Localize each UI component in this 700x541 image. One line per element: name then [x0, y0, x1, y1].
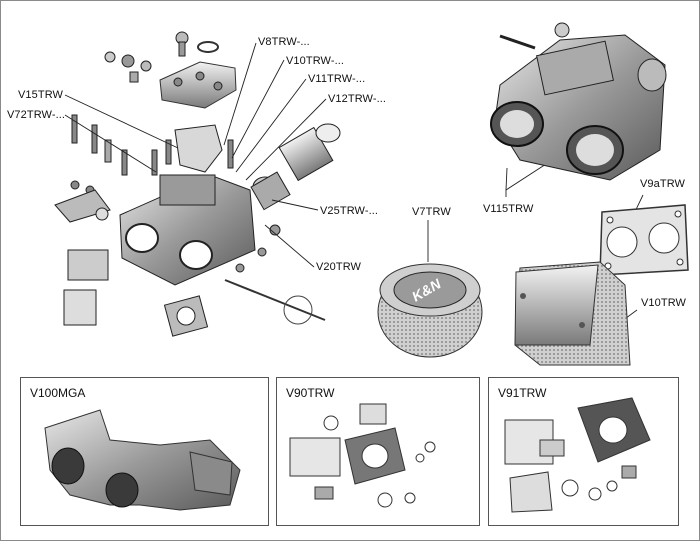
- carb-main-body: [119, 124, 256, 286]
- label-v11trw: V11TRW-...: [308, 73, 366, 85]
- label-v12trw: V12TRW-...: [328, 93, 387, 105]
- box-title-v91trw: V91TRW: [498, 386, 547, 400]
- choke-tubes: [250, 123, 341, 211]
- label-v9atrw: V9aTRW: [640, 178, 686, 190]
- label-v10trw-parts: V10TRW-...: [286, 55, 345, 67]
- inlet-manifold: [44, 409, 241, 511]
- assembled-carburetor: [490, 22, 667, 181]
- small-parts: [54, 114, 326, 337]
- gasket-kit-v91: [504, 397, 651, 513]
- box-title-v90trw: V90TRW: [286, 386, 335, 400]
- label-v20trw: V20TRW: [316, 261, 362, 273]
- carb-top-cover: [104, 31, 237, 109]
- label-v15trw: V15TRW: [18, 89, 64, 101]
- product-box-v100mga: V100MGA: [20, 377, 269, 526]
- gasket-kit-v90: [289, 403, 436, 508]
- product-box-v90trw: V90TRW: [276, 377, 480, 526]
- label-v8trw: V8TRW-...: [258, 36, 310, 48]
- label-v7trw: V7TRW: [412, 206, 451, 218]
- label-v115trw: V115TRW: [483, 203, 534, 215]
- rect-air-filter: [514, 261, 631, 366]
- label-v25trw: V25TRW-...: [320, 205, 379, 217]
- box-title-v100mga: V100MGA: [30, 386, 86, 400]
- oval-air-filter: [377, 263, 483, 358]
- product-box-v91trw: V91TRW: [488, 377, 679, 526]
- label-v10trw-filter: V10TRW: [641, 297, 687, 309]
- gasket-v9a: [599, 204, 689, 276]
- label-v72trw: V72TRW-...: [7, 109, 66, 121]
